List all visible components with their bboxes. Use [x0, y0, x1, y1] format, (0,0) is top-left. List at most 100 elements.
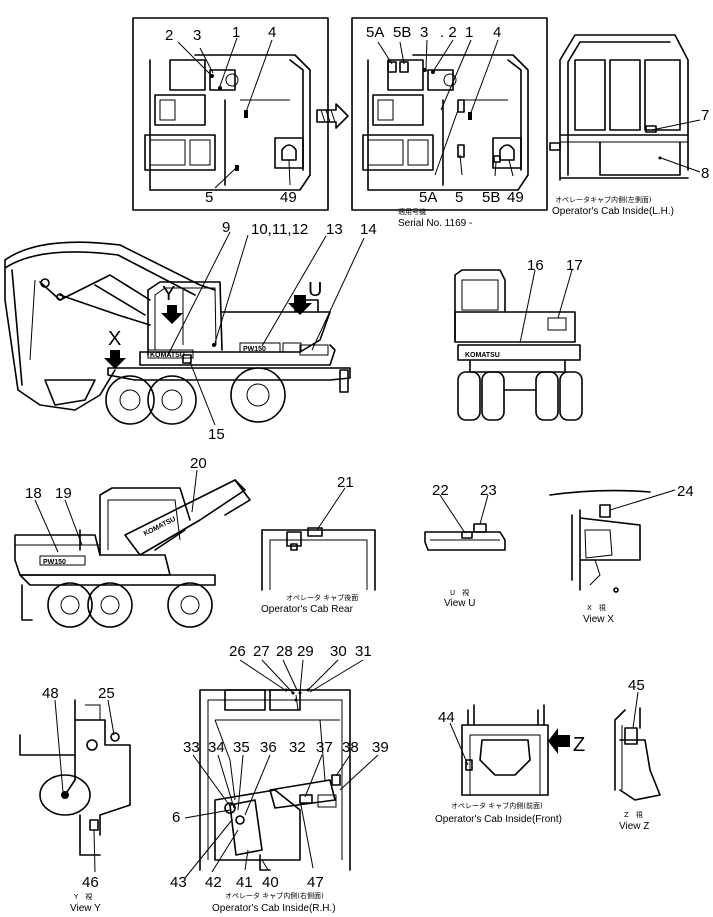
callout-32: 32 [289, 739, 306, 756]
callout-10-11-12: 10,11,12 [251, 221, 308, 238]
cab-front-caption: Operator's Cab Inside(Front) [435, 814, 562, 825]
cab-rear-jp: オペレータ キャブ後面 [286, 593, 358, 602]
callout-22: 22 [432, 482, 449, 499]
callout-9: 9 [222, 219, 230, 236]
callout-13: 13 [326, 221, 343, 238]
komatsu-boom-decal: KOMATSU [143, 516, 177, 538]
cab-front-jp: オペレータ キャブ内側(前面) [451, 801, 543, 810]
callout-28: 28 [276, 643, 293, 660]
serial-jp: 適用号機 [398, 207, 426, 216]
callout-3-b: 3 [420, 24, 428, 41]
callout-38: 38 [342, 739, 359, 756]
cab-inside-rh: 26 27 28 29 30 31 33 34 35 36 32 37 38 3… [170, 643, 389, 891]
callout-24: 24 [677, 483, 694, 500]
callout-44: 44 [438, 709, 455, 726]
cab-lh-jp: オペレータキャブ内側(左側面) [555, 195, 652, 204]
excavator-rear-view: KOMATSU 16 17 [454, 257, 583, 421]
cab-inside-lh: 7 8 [549, 34, 709, 182]
model-decal-2: PW150 [43, 559, 66, 566]
callout-2: 2 [165, 27, 173, 44]
view-y-caption: View Y [70, 903, 101, 914]
callout-43: 43 [170, 874, 187, 891]
transition-arrow-icon [316, 103, 349, 129]
arrow-label-u: U [308, 279, 322, 301]
callout-26: 26 [229, 643, 246, 660]
callout-45: 45 [628, 677, 645, 694]
callout-14: 14 [360, 221, 377, 238]
callout-17: 17 [566, 257, 583, 274]
callout-39: 39 [372, 739, 389, 756]
callout-47: 47 [307, 874, 324, 891]
callout-5-low: 5 [455, 189, 463, 206]
callout-4-b: 4 [493, 24, 501, 41]
callout-36: 36 [260, 739, 277, 756]
view-z-diagram: 45 [614, 677, 661, 801]
callout-48: 48 [42, 685, 59, 702]
callout-46: 46 [82, 874, 99, 891]
view-x-jp: X 視 [587, 603, 606, 612]
view-y-diagram: 48 25 46 [19, 685, 131, 891]
callout-49: 49 [280, 189, 297, 206]
callout-42: 42 [205, 874, 222, 891]
cab-inside-front: 44 Z [438, 704, 585, 796]
cab-lh-caption: Operator's Cab Inside(L.H.) [552, 206, 674, 217]
callout-41: 41 [236, 874, 253, 891]
callout-20: 20 [190, 455, 207, 472]
callout-8: 8 [701, 165, 709, 182]
callout-37: 37 [316, 739, 333, 756]
callout-15: 15 [208, 426, 225, 443]
callout-5A-top: 5A [366, 24, 384, 41]
view-u-jp: U 視 [450, 588, 469, 597]
callout-31: 31 [355, 643, 372, 660]
cab-rh-jp: オペレータ キャブ内側(右側面) [225, 891, 324, 900]
view-z-caption: View Z [619, 821, 649, 832]
callout-1-b: 1 [465, 24, 473, 41]
callout-23: 23 [480, 482, 497, 499]
callout-7: 7 [701, 107, 709, 124]
view-x-arrow-icon [104, 350, 126, 369]
callout-6: 6 [172, 809, 180, 826]
callout-19: 19 [55, 485, 72, 502]
arrow-label-z: Z [573, 734, 585, 756]
cab-rh-caption: Operator's Cab Inside(R.H.) [212, 903, 336, 914]
view-y-arrow-icon [161, 305, 183, 324]
callout-2-b: . 2 [440, 24, 457, 41]
arrow-label-y: Y [162, 283, 175, 305]
callout-27: 27 [253, 643, 270, 660]
callout-49-b: 49 [507, 189, 524, 206]
callout-25: 25 [98, 685, 115, 702]
callout-5: 5 [205, 189, 213, 206]
callout-29: 29 [297, 643, 314, 660]
model-decal: PW150 [243, 346, 266, 353]
komatsu-rear-decal: KOMATSU [465, 352, 500, 359]
callout-1: 1 [232, 24, 240, 41]
view-u-diagram: 22 23 [424, 482, 506, 551]
arrow-label-x: X [108, 328, 121, 350]
cab-panel-before: 2 3 1 4 5 49 [132, 17, 329, 211]
callout-18: 18 [25, 485, 42, 502]
cab-rear-view: 21 [261, 474, 376, 591]
cab-rear-caption: Operator's Cab Rear [261, 604, 354, 615]
callout-3: 3 [193, 27, 201, 44]
callout-4: 4 [268, 24, 276, 41]
serial-caption: Serial No. 1169 - [398, 218, 472, 229]
view-u-arrow-icon [288, 295, 312, 315]
komatsu-decal: KOMATSU [150, 352, 185, 359]
callout-5B-low: 5B [482, 189, 500, 206]
view-y-jp: Y 視 [73, 892, 92, 901]
callout-34: 34 [208, 739, 225, 756]
excavator-side-view-2: PW150 KOMATSU 18 19 20 [14, 455, 251, 628]
callout-33: 33 [183, 739, 200, 756]
callout-16: 16 [527, 257, 544, 274]
view-z-arrow-icon [548, 728, 570, 754]
cab-panel-after: 5A 5B 3 . 2 1 4 5A 5 5B 49 [351, 17, 548, 211]
callout-21: 21 [337, 474, 354, 491]
callout-35: 35 [233, 739, 250, 756]
callout-5A-low: 5A [419, 189, 437, 206]
callout-5B-top: 5B [393, 24, 411, 41]
excavator-side-view: KOMATSU PW150 9 10,11,12 13 14 15 Y X U [4, 219, 377, 443]
view-x-caption: View X [583, 614, 614, 625]
view-u-caption: View U [444, 598, 476, 609]
